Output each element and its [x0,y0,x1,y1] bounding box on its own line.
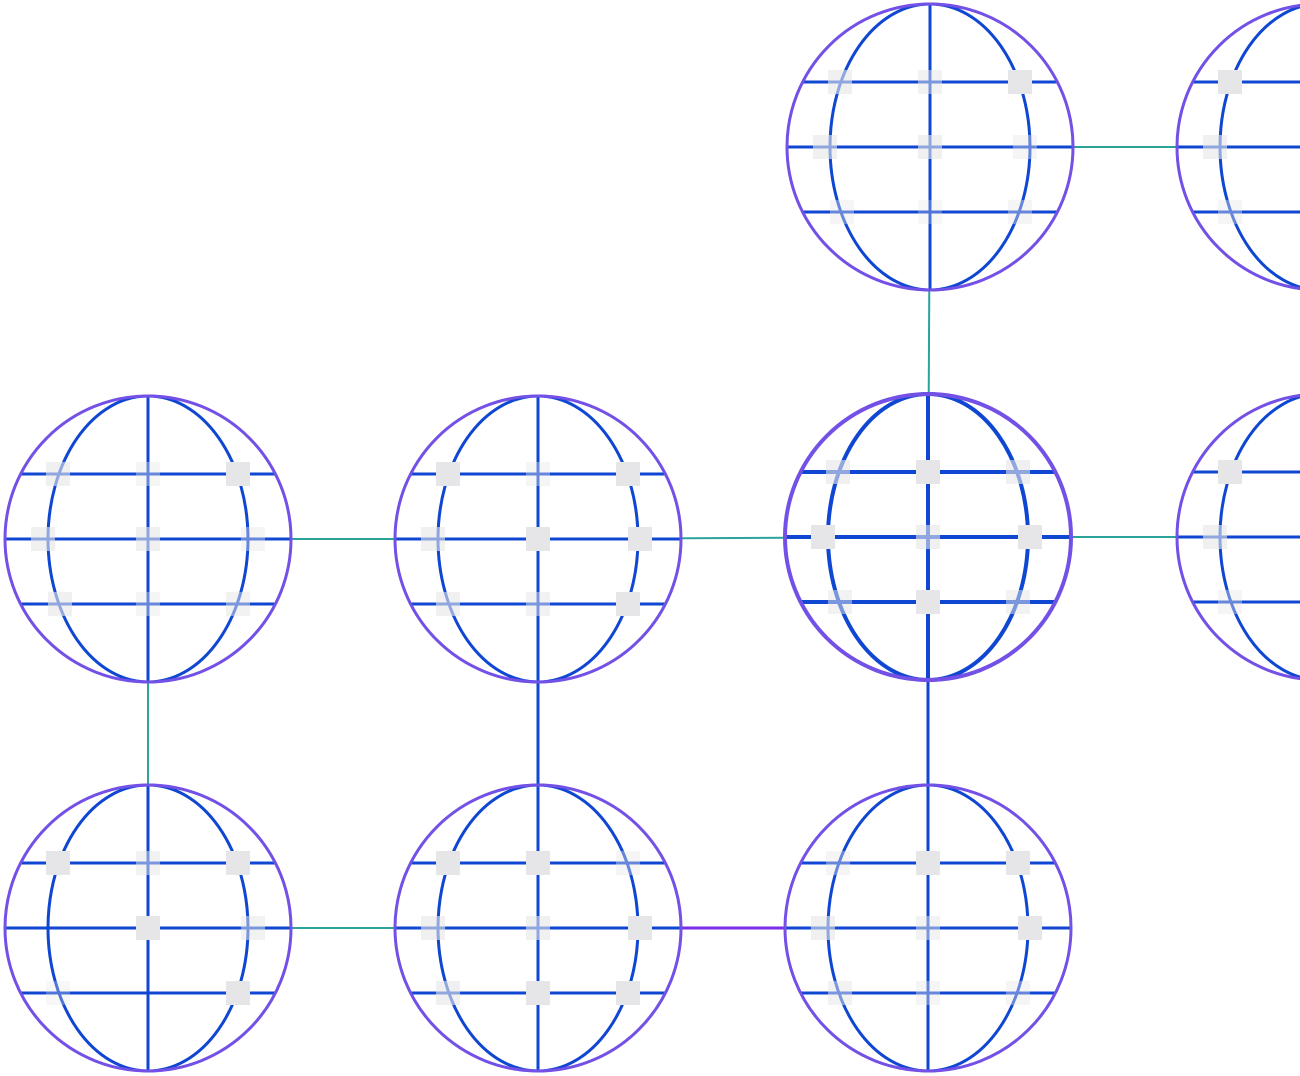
node-marker [916,590,940,614]
node-marker [526,462,550,486]
node-marker [828,590,852,614]
node-marker [918,200,942,224]
node-marker [1018,916,1042,940]
node-marker [811,525,835,549]
globe-layer [3,2,1300,1073]
node-marker [436,851,460,875]
node-marker [1018,525,1042,549]
node-marker [916,460,940,484]
globe-outline [3,394,293,684]
node-marker [1006,981,1030,1005]
node-marker [526,527,550,551]
node-marker [828,981,852,1005]
node-marker [526,851,550,875]
node-marker [136,592,160,616]
node-marker [916,525,940,549]
node-marker [918,70,942,94]
node-marker [226,981,250,1005]
node-marker [31,527,55,551]
node-marker [1008,70,1032,94]
node-marker [1006,590,1030,614]
node-marker [436,462,460,486]
globe-icon[interactable] [3,394,293,684]
globe-outline [1175,3,1300,291]
node-marker [436,592,460,616]
globe-icon[interactable] [393,394,683,684]
node-marker [918,135,942,159]
globe-outline [393,394,683,684]
node-marker [46,981,70,1005]
node-marker [616,462,640,486]
globe-icon[interactable] [783,783,1073,1073]
node-marker [628,916,652,940]
node-marker [1218,590,1242,614]
node-marker [1218,200,1242,224]
node-marker [828,70,852,94]
node-marker [616,981,640,1005]
globe-outline [393,783,683,1073]
globe-icon[interactable] [1175,3,1300,291]
node-marker [226,851,250,875]
node-marker [436,981,460,1005]
node-marker [830,200,854,224]
node-marker [916,851,940,875]
globe-icon[interactable] [783,392,1073,682]
node-marker [136,916,160,940]
node-marker [526,981,550,1005]
node-marker [48,592,72,616]
node-marker [1013,135,1037,159]
node-marker [226,462,250,486]
globe-icon[interactable] [393,783,683,1073]
globe-icon[interactable] [1175,393,1300,681]
node-marker [811,916,835,940]
node-marker [46,851,70,875]
node-marker [1218,70,1242,94]
node-marker [421,527,445,551]
node-marker [813,135,837,159]
node-marker [1203,525,1227,549]
node-marker [46,462,70,486]
node-marker [421,916,445,940]
globe-outline [783,783,1073,1073]
node-marker [241,527,265,551]
globe-outline [783,392,1073,682]
node-marker [526,592,550,616]
node-marker [916,981,940,1005]
globe-outline [3,783,293,1073]
node-marker [136,851,160,875]
node-marker [616,851,640,875]
node-marker [136,527,160,551]
globe-outline [1175,393,1300,681]
node-marker [826,851,850,875]
node-marker [1203,135,1227,159]
node-marker [1006,851,1030,875]
connector-layer [147,146,1300,930]
globe-icon[interactable] [785,2,1075,292]
node-marker [916,916,940,940]
node-marker [226,592,250,616]
node-marker [1008,200,1032,224]
globe-icon[interactable] [3,783,293,1073]
node-marker [526,916,550,940]
node-marker [241,916,265,940]
globe-outline [785,2,1075,292]
node-marker [1006,460,1030,484]
node-marker [826,460,850,484]
node-marker [136,462,160,486]
node-marker [628,527,652,551]
node-marker [616,592,640,616]
node-marker [1218,460,1242,484]
